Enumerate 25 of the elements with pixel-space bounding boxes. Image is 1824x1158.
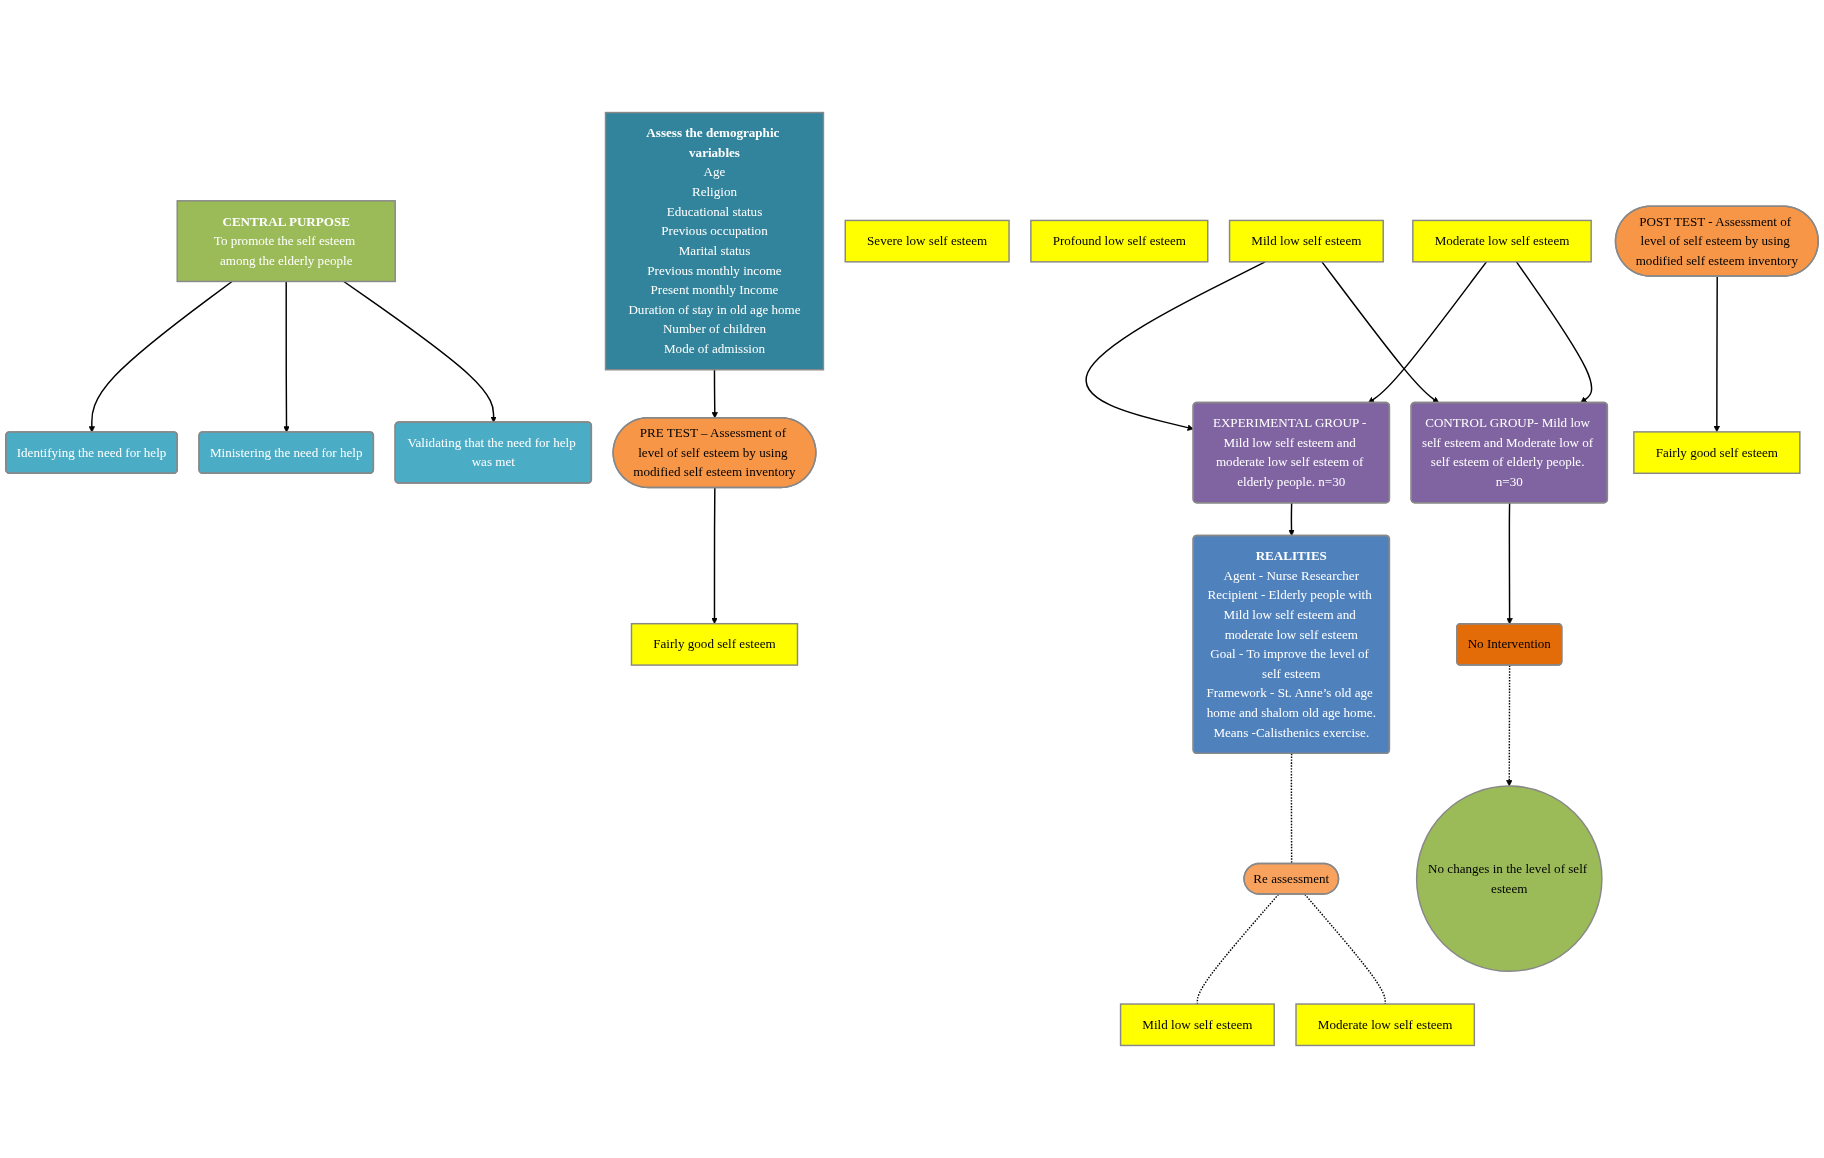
arrow	[1506, 502, 1513, 625]
node-box: Assess the demographic variables Age Religion Educational status Previous occupation Marital status Previous monthly income Present monthly Income Duration of stay in old age home Number of children Mode of admission	[604, 111, 825, 371]
arrow	[343, 280, 497, 423]
arrow	[711, 487, 718, 624]
arrow	[1368, 261, 1488, 404]
node-box: Fairly good self esteem	[630, 622, 799, 666]
arrow	[88, 280, 233, 433]
arrow	[1288, 502, 1295, 537]
connector	[1290, 753, 1293, 865]
arrow	[1515, 261, 1593, 404]
node-box: Severe low self esteem	[844, 219, 1010, 263]
arrow	[283, 280, 290, 433]
node-box: Mild low self esteem	[1119, 1003, 1275, 1047]
arrow	[1085, 261, 1266, 431]
node-box: Moderate low self esteem	[1412, 219, 1592, 263]
arrow	[711, 369, 718, 419]
node-box: CENTRAL PURPOSE To promote the self esteem among the elderly people	[176, 200, 396, 283]
node-box: Moderate low self esteem	[1295, 1003, 1476, 1047]
node-box: Fairly good self esteem	[1633, 431, 1801, 474]
node-circle: No changes in the level of self esteem	[1415, 785, 1603, 973]
arrow	[1321, 261, 1440, 404]
node-box: Profound low self esteem	[1030, 219, 1209, 263]
node-box: Mild low self esteem	[1228, 219, 1384, 263]
arrow	[1713, 275, 1721, 433]
connector	[1304, 893, 1386, 1005]
